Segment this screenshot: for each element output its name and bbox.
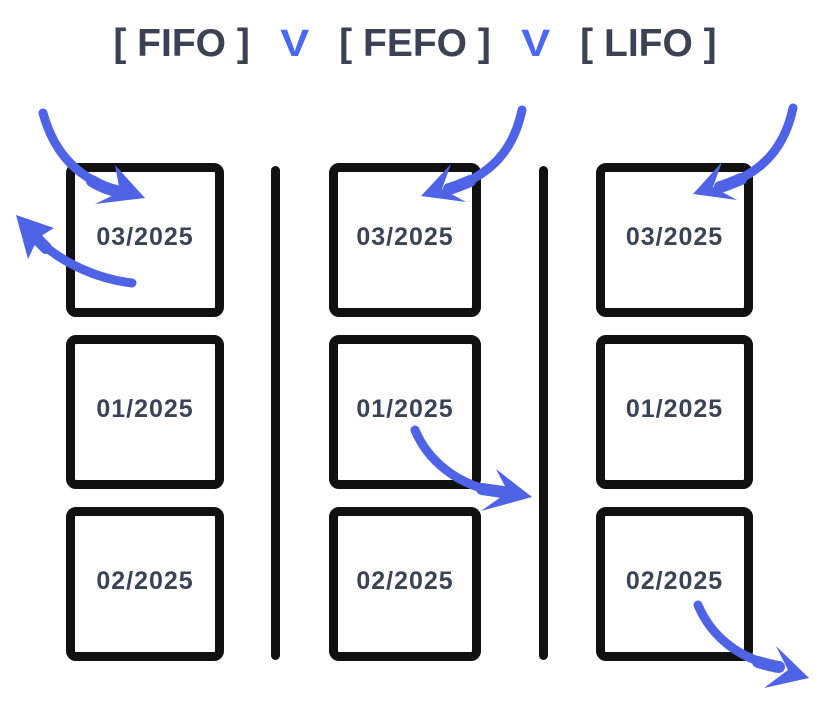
expiry-date-label: 03/2025 [96, 222, 194, 251]
fifo-box-3: 02/2025 [66, 507, 224, 661]
expiry-date-label: 01/2025 [625, 394, 724, 423]
lifo-box-3: 02/2025 [596, 507, 753, 661]
expiry-date-label: 03/2025 [625, 222, 724, 251]
column-divider [539, 166, 548, 660]
expiry-date-label: 01/2025 [96, 394, 194, 423]
fifo-box-2: 01/2025 [66, 335, 224, 489]
expiry-date-label: 02/2025 [625, 566, 724, 595]
title-method-fifo: [ FIFO ] [113, 22, 250, 65]
lifo-box-2: 01/2025 [596, 335, 753, 489]
fifo-column: 03/2025 01/2025 02/2025 [66, 163, 224, 661]
fefo-column: 03/2025 01/2025 02/2025 [329, 163, 481, 661]
page-title: [ FIFO ] V [ FEFO ] V [ LIFO ] [0, 22, 830, 66]
title-method-fefo: [ FEFO ] [339, 22, 491, 65]
versus-label: V [520, 23, 551, 65]
lifo-column: 03/2025 01/2025 02/2025 [596, 163, 753, 661]
fifo-box-1: 03/2025 [66, 163, 224, 317]
column-divider [271, 166, 280, 660]
lifo-box-1: 03/2025 [596, 163, 753, 317]
versus-label: V [279, 23, 310, 65]
expiry-date-label: 03/2025 [356, 222, 454, 251]
fefo-box-2: 01/2025 [329, 335, 481, 489]
expiry-date-label: 02/2025 [96, 566, 194, 595]
expiry-date-label: 01/2025 [356, 394, 454, 423]
fefo-box-1: 03/2025 [329, 163, 481, 317]
title-method-lifo: [ LIFO ] [580, 22, 717, 65]
fefo-box-3: 02/2025 [329, 507, 481, 661]
expiry-date-label: 02/2025 [356, 566, 454, 595]
